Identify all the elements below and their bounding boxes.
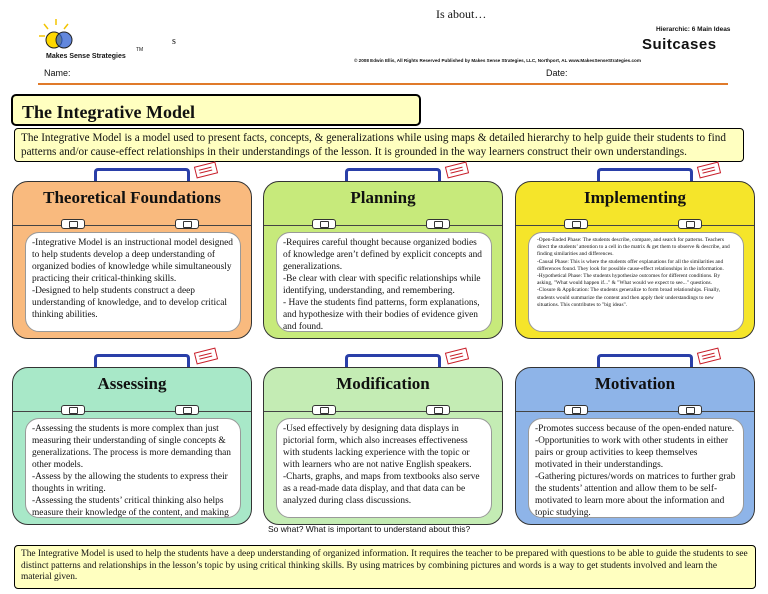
suitcase-seam (13, 411, 251, 412)
suitcase-implementing: Implementing -Open-Ended Phase: The stude… (515, 181, 755, 339)
latch-icon (175, 405, 199, 415)
suitcase-handle (94, 354, 190, 370)
suitcase-title: Implementing (584, 188, 686, 207)
luggage-tag-icon (696, 161, 722, 179)
intro-box: The Integrative Model is a model used to… (14, 128, 744, 162)
logo (36, 16, 88, 54)
luggage-tag-icon (193, 347, 219, 365)
lightbulb-icon (39, 19, 73, 49)
suitcase-line: -Gathering pictures/words on matrices to… (535, 472, 736, 518)
so-what-prompt: So what? What is important to understand… (268, 524, 471, 534)
suitcase-title: Modification (336, 374, 430, 393)
luggage-tag-icon (444, 161, 470, 179)
suitcase-assessing: Assessing -Assessing the students is more… (12, 367, 252, 525)
summary-box: The Integrative Model is used to help th… (14, 545, 756, 589)
suitcase-motivation: Motivation -Promotes success because of t… (515, 367, 755, 525)
suitcase-handle (345, 168, 441, 184)
latch-icon (61, 405, 85, 415)
title-box: The Integrative Model (11, 94, 421, 126)
latch-icon (678, 405, 702, 415)
suitcase-planning: Planning -Requires careful thought becaus… (263, 181, 503, 339)
suitcase-line: -Promotes success because of the open-en… (535, 424, 735, 434)
logo-text: Makes Sense Strategies (46, 53, 126, 60)
latch-icon (175, 219, 199, 229)
suitcase-line: - Have the students find patterns, form … (283, 298, 480, 332)
suitcase-handle (345, 354, 441, 370)
suitcases-title: Suitcases (642, 36, 717, 53)
suitcase-line: -Charts, graphs, and maps from textbooks… (283, 472, 480, 506)
suitcase-line: -Causal Phase: This is where the student… (537, 258, 724, 272)
suitcase-body: -Promotes success because of the open-en… (528, 418, 744, 518)
suitcase-line: -Open-Ended Phase: The students describe… (537, 237, 730, 258)
suitcase-seam (264, 411, 502, 412)
luggage-tag-icon (444, 347, 470, 365)
copyright-line: © 2008 Edwin Ellis, All Rights Reserved … (354, 58, 641, 63)
is-about-label: Is about… (436, 7, 487, 21)
date-label: Date: (546, 68, 568, 78)
latch-icon (426, 219, 450, 229)
suitcase-seam (264, 225, 502, 226)
latch-icon (564, 219, 588, 229)
suitcase-title: Planning (350, 188, 416, 207)
suitcase-line: -Assessing the students is more complex … (32, 424, 231, 470)
luggage-tag-icon (193, 161, 219, 179)
suitcase-handle (597, 354, 693, 370)
suitcase-line: -Requires careful thought because organi… (283, 238, 482, 272)
page-title: The Integrative Model (22, 102, 195, 122)
suitcase-line: -Integrative Model is an instructional m… (32, 238, 233, 284)
suitcase-title: Motivation (594, 374, 676, 393)
suitcase-theoretical-foundations: Theoretical Foundations -Integrative Mode… (12, 181, 252, 339)
latch-icon (312, 405, 336, 415)
suitcase-title: Assessing (97, 374, 167, 393)
suitcase-handle (597, 168, 693, 184)
suitcase-handle (94, 168, 190, 184)
suitcase-seam (13, 225, 251, 226)
stray-mark: s (172, 36, 176, 47)
suitcase-line: -Be clear with clear with specific relat… (283, 274, 481, 296)
suitcase-line: -Assess by the allowing the students to … (32, 472, 228, 494)
suitcase-line: -Hypothetical Phase: The students hypoth… (537, 273, 721, 287)
latch-icon (426, 405, 450, 415)
suitcase-line: -Assessing the students’ critical thinki… (32, 496, 229, 518)
luggage-tag-icon (696, 347, 722, 365)
suitcase-title: Theoretical Foundations (43, 188, 221, 207)
suitcase-seam (516, 225, 754, 226)
suitcase-seam (516, 411, 754, 412)
name-label: Name: (44, 68, 71, 78)
suitcase-line: -Opportunities to work with other studen… (535, 436, 728, 470)
trademark: TM (136, 47, 144, 53)
suitcase-line: -Closure & Application: The students gen… (537, 287, 721, 308)
suitcase-body: -Used effectively by designing data disp… (276, 418, 492, 518)
latch-icon (564, 405, 588, 415)
suitcase-line: -Designed to help students construct a d… (32, 286, 227, 320)
latch-icon (61, 219, 85, 229)
suitcase-body: -Requires careful thought because organi… (276, 232, 492, 332)
suitcase-body: -Assessing the students is more complex … (25, 418, 241, 518)
suitcase-body: -Integrative Model is an instructional m… (25, 232, 241, 332)
hierarchic-label: Hierarchic: 6 Main Ideas (656, 26, 731, 33)
header-rule (38, 83, 728, 85)
suitcase-body: -Open-Ended Phase: The students describe… (528, 232, 744, 332)
suitcase-modification: Modification -Used effectively by designi… (263, 367, 503, 525)
latch-icon (312, 219, 336, 229)
suitcase-line: -Used effectively by designing data disp… (283, 424, 472, 470)
latch-icon (678, 219, 702, 229)
